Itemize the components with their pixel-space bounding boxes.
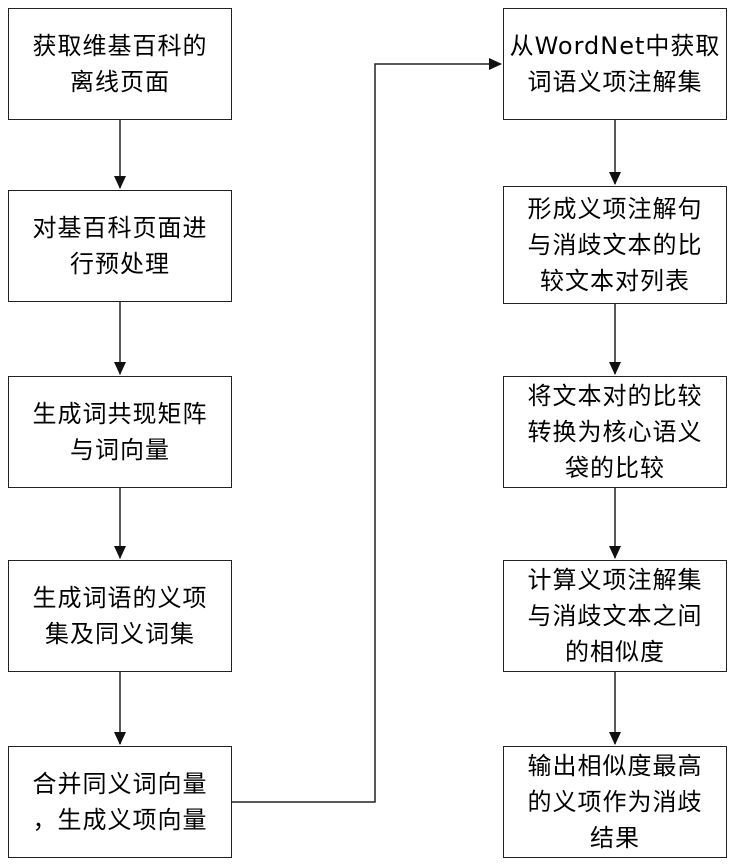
step-text-line: 行预处理 bbox=[33, 246, 208, 282]
step-text-line: 与消歧文本的比 bbox=[528, 227, 703, 263]
step-text-line: 词语义项注解集 bbox=[510, 64, 721, 100]
step-text-line: 的相似度 bbox=[528, 634, 703, 670]
step-text-line: ，生成义项向量 bbox=[33, 802, 208, 838]
step-text-line: 的义项作为消歧 bbox=[528, 784, 703, 820]
step-text-line: 离线页面 bbox=[33, 64, 208, 100]
step-text-line: 与词向量 bbox=[33, 432, 208, 468]
step-text-line: 形成义项注解句 bbox=[528, 191, 703, 227]
arrow-l5-r1 bbox=[232, 64, 501, 802]
step-form-comparison-text-pairs: 形成义项注解句 与消歧文本的比 较文本对列表 bbox=[503, 186, 727, 304]
step-output-disambiguation-result: 输出相似度最高 的义项作为消歧 结果 bbox=[503, 746, 727, 858]
step-text-line: 输出相似度最高 bbox=[528, 748, 703, 784]
step-text-line: 生成词语的义项 bbox=[33, 580, 208, 616]
step-text-line: 生成词共现矩阵 bbox=[33, 396, 208, 432]
step-text-line: 转换为核心语义 bbox=[528, 414, 703, 450]
step-text-line: 集及同义词集 bbox=[33, 616, 208, 652]
step-text-line: 袋的比较 bbox=[528, 450, 703, 486]
step-text-line: 计算义项注解集 bbox=[528, 562, 703, 598]
step-text-line: 对基百科页面进 bbox=[33, 210, 208, 246]
step-get-wikipedia-offline-pages: 获取维基百科的 离线页面 bbox=[8, 8, 232, 120]
step-text-line: 将文本对的比较 bbox=[528, 378, 703, 414]
step-text-line: 从WordNet中获取 bbox=[510, 28, 721, 64]
step-text-line: 合并同义词向量 bbox=[33, 766, 208, 802]
step-text-line: 获取维基百科的 bbox=[33, 28, 208, 64]
step-generate-cooccurrence-matrix: 生成词共现矩阵 与词向量 bbox=[8, 376, 232, 488]
step-convert-to-core-semantic-bags: 将文本对的比较 转换为核心语义 袋的比较 bbox=[503, 376, 727, 488]
step-compute-similarity: 计算义项注解集 与消歧文本之间 的相似度 bbox=[503, 560, 727, 672]
step-preprocess-pages: 对基百科页面进 行预处理 bbox=[8, 190, 232, 302]
step-text-line: 与消歧文本之间 bbox=[528, 598, 703, 634]
step-generate-sense-and-synonym-sets: 生成词语的义项 集及同义词集 bbox=[8, 560, 232, 672]
step-text-line: 结果 bbox=[528, 820, 703, 856]
step-merge-synonym-vectors: 合并同义词向量 ，生成义项向量 bbox=[8, 746, 232, 858]
step-get-wordnet-glosses: 从WordNet中获取 词语义项注解集 bbox=[503, 8, 727, 120]
step-text-line: 较文本对列表 bbox=[528, 263, 703, 299]
